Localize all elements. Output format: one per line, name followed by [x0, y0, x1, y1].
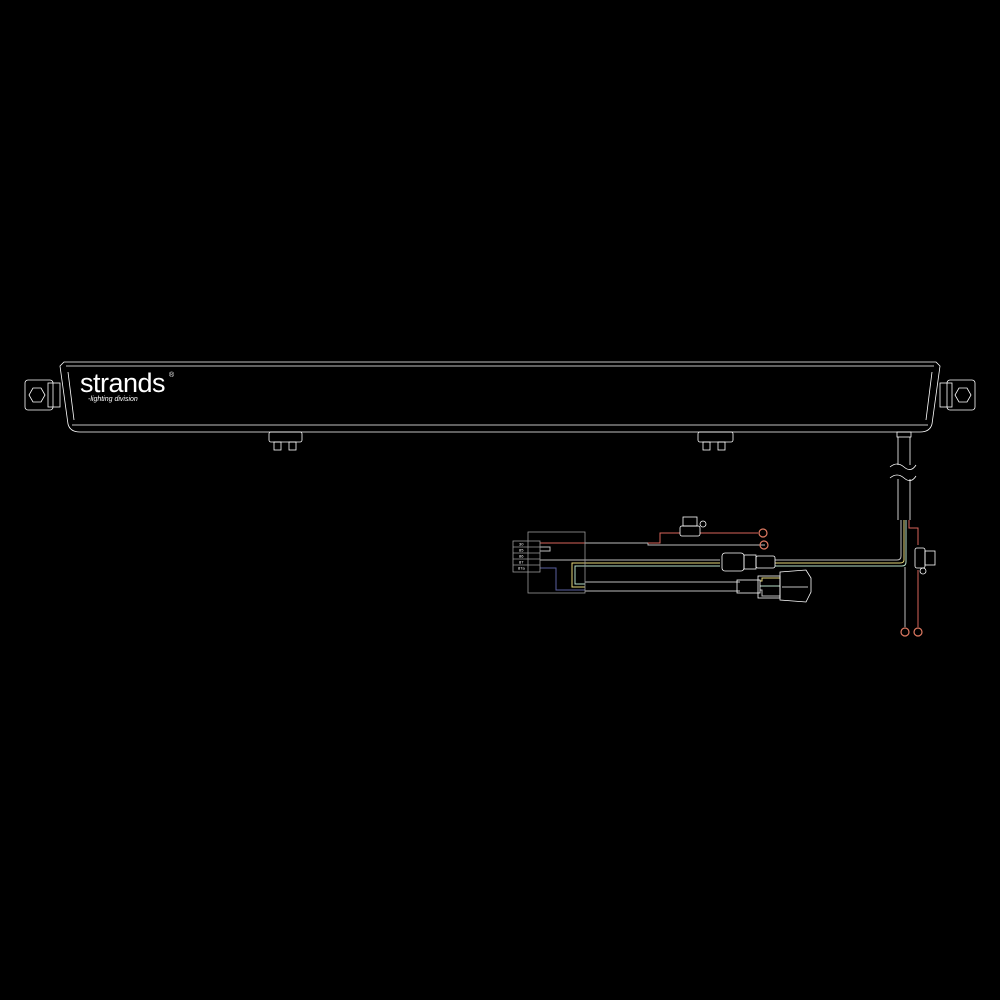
fuse-holder-right-icon: [914, 547, 936, 575]
brand-tagline: -lighting division: [88, 396, 138, 403]
relay-pin-86: 86: [519, 554, 524, 559]
right-end-bracket-icon: [939, 379, 976, 411]
rocker-switch-icon: [736, 569, 812, 603]
relay-pin-87a: 87a: [518, 566, 525, 571]
harness-wires: [540, 520, 919, 627]
light-bar-body: [59, 361, 941, 433]
relay-icon: [512, 531, 586, 594]
fuse-holder-icon: [679, 516, 707, 537]
relay-pin-87: 87: [519, 560, 524, 565]
ring-terminals: [758, 528, 923, 637]
left-end-bracket-icon: [24, 379, 61, 411]
ring-terminal-icon: [759, 540, 769, 550]
brand-name: strands: [80, 368, 166, 398]
ring-terminal-icon: [900, 627, 910, 637]
registered-mark: ®: [169, 372, 175, 379]
bar-cable: [889, 431, 917, 520]
ring-terminal-icon: [758, 528, 768, 538]
relay-pin-labels: 30 85 86 87 87a: [518, 542, 525, 571]
relay-pin-85: 85: [519, 548, 524, 553]
brand-logo: strands ® -lighting division: [80, 368, 174, 404]
connector-icon: [721, 552, 776, 572]
ring-terminal-icon: [913, 627, 923, 637]
relay-pin-30: 30: [519, 542, 524, 547]
mount-foot-left-icon: [268, 431, 303, 451]
mount-foot-right-icon: [697, 431, 734, 451]
